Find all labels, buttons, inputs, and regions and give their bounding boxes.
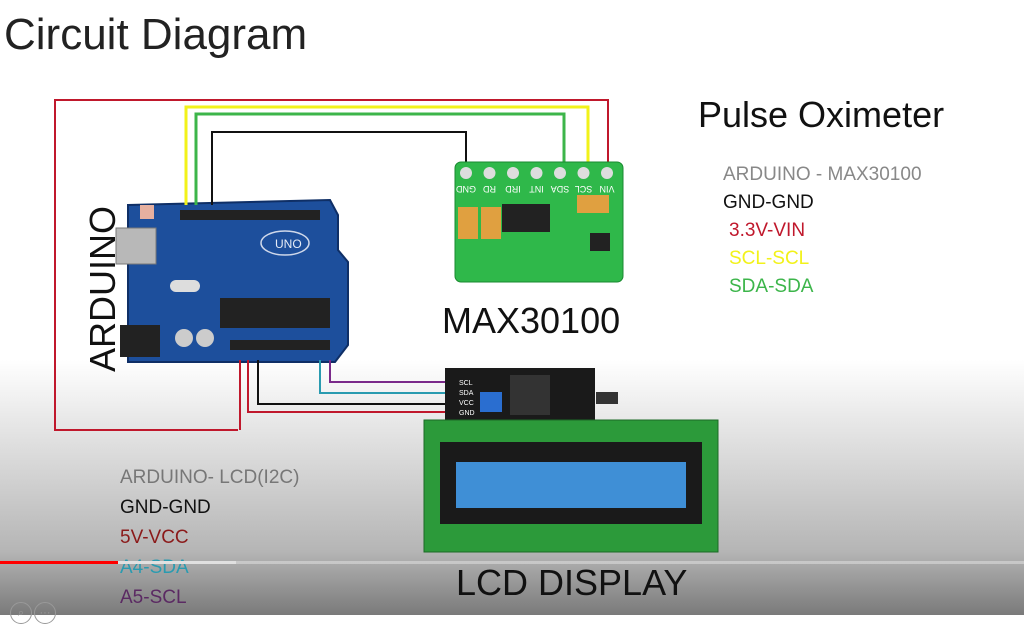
sensor-pin	[460, 167, 472, 179]
video-progress-bar[interactable]	[0, 561, 118, 564]
sensor-pin-label: RD	[483, 184, 496, 194]
page-title: Circuit Diagram	[4, 10, 308, 59]
video-progress-track[interactable]	[0, 561, 1024, 564]
i2c-pin-label: GND	[459, 410, 475, 417]
sensor-pin-label: IRD	[505, 184, 521, 194]
pulse-oximeter-title: Pulse Oximeter	[698, 94, 945, 135]
sensor-pin-label: VIN	[599, 184, 614, 194]
wire-lcd-scl	[329, 360, 445, 383]
arduino-label: ARDUINO	[82, 205, 124, 373]
i2c-pin-label: VCC	[459, 400, 474, 407]
video-buffer-bar	[0, 561, 236, 564]
i2c-pin-label: SCL	[459, 380, 473, 387]
sensor-pin	[554, 167, 566, 179]
sensor-pin	[530, 167, 543, 179]
sensor-pin	[483, 167, 496, 179]
i2c-module: SCL SDA VCC GND	[445, 368, 618, 420]
arduino-board: UNO	[115, 198, 349, 363]
legend-header: ARDUINO - MAX30100	[723, 164, 922, 185]
wire-gnd	[211, 131, 467, 205]
wire-sda	[194, 112, 566, 205]
wire-vin	[54, 99, 609, 431]
more-icon[interactable]: ···	[34, 602, 56, 624]
wire-lcd-sda	[319, 360, 445, 394]
sensor-pin-label: INT	[529, 184, 544, 194]
legend-connection: A5-SCL	[120, 587, 187, 608]
zoom-in-icon[interactable]: ⌕	[10, 602, 32, 624]
sensor-pin-label: SCL	[575, 184, 593, 194]
legend-connection: SDA-SDA	[729, 276, 814, 297]
arduino-board-text: UNO	[275, 237, 302, 251]
wire-scl	[184, 105, 590, 205]
wire-lcd-gnd	[257, 360, 445, 405]
legend-header: ARDUINO- LCD(I2C)	[120, 467, 300, 488]
wire-vcc	[247, 360, 445, 413]
lcd-display-label: LCD DISPLAY	[456, 562, 688, 603]
sensor-pin	[601, 167, 613, 179]
sensor-pin	[507, 167, 519, 179]
lcd-module	[423, 419, 719, 553]
sensor-pin-label: GND	[456, 184, 477, 194]
legend-connection: 3.3V-VIN	[729, 220, 806, 241]
i2c-pin-label: SDA	[459, 390, 474, 397]
legend-connection: SCL-SCL	[729, 248, 810, 269]
legend-connection: GND-GND	[723, 192, 814, 213]
legend-connection: GND-GND	[120, 497, 211, 518]
max30100-label: MAX30100	[442, 300, 621, 341]
sensor-pin	[577, 167, 590, 179]
max30100-board: GND RD IRD INT SDA SCL VIN	[454, 161, 624, 283]
sensor-pin-label: SDA	[551, 184, 570, 194]
legend-connection: 5V-VCC	[120, 527, 189, 548]
pulse-oximeter-legend: ARDUINO - MAX30100 GND-GND 3.3V-VIN SCL-SC…	[723, 164, 922, 298]
